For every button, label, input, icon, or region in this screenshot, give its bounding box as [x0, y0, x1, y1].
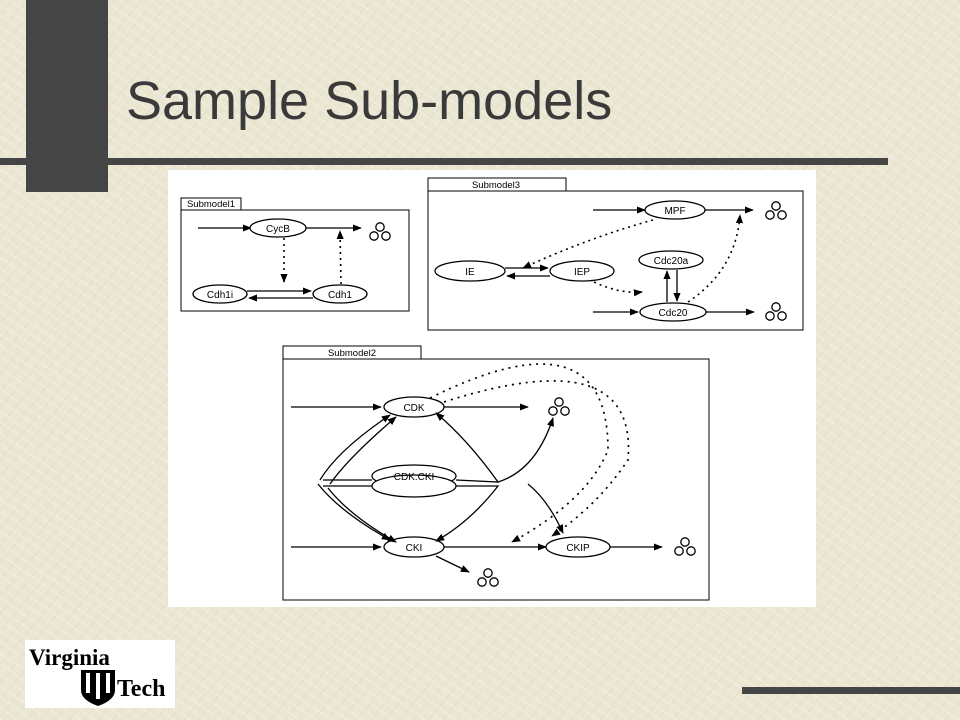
- submodel2-label: Submodel2: [328, 348, 376, 359]
- submodel3-box: Submodel3 MPF IE IEP Cdc20a Cdc20: [427, 177, 804, 331]
- node-ie-label: IE: [465, 267, 475, 278]
- logo-line2: Tech: [117, 676, 165, 702]
- degradation-icon: [477, 568, 499, 587]
- node-cdh1-label: Cdh1: [328, 290, 352, 301]
- node-iep: [549, 260, 615, 282]
- submodel3-label: Submodel3: [472, 180, 520, 191]
- node-iep-label: IEP: [574, 267, 590, 278]
- node-cdh1: [312, 284, 368, 304]
- submodel1-box: Submodel1 CycB Cdh1i Cdh1: [180, 197, 410, 312]
- submodel2-box: Submodel2 CDK CDK:CKI CKI CKIP: [282, 345, 710, 601]
- node-cycb-label: CycB: [266, 224, 290, 235]
- submodel3-frame: [427, 190, 804, 331]
- node-cki-label: CKI: [406, 543, 423, 554]
- node-cdkcki-label: CDK:CKI: [394, 472, 435, 483]
- degradation-icon: [369, 222, 391, 241]
- degradation-icon: [765, 201, 787, 220]
- submodels-diagram: Submodel1 CycB Cdh1i Cdh1 Submodel3: [180, 177, 804, 601]
- node-cdh1i-label: Cdh1i: [207, 290, 233, 301]
- node-mpf-label: MPF: [664, 206, 685, 217]
- node-ckip-label: CKIP: [566, 543, 590, 554]
- slide-title: Sample Sub-models: [126, 71, 613, 131]
- node-cdc20-label: Cdc20: [659, 308, 688, 319]
- node-ie: [434, 260, 506, 282]
- logo-line1: Virginia: [29, 645, 110, 670]
- node-cdk-label: CDK: [403, 403, 424, 414]
- node-cdc20a-label: Cdc20a: [654, 256, 689, 267]
- degradation-icon: [765, 302, 787, 321]
- title-rule: [0, 158, 888, 165]
- node-cdc20a: [638, 250, 704, 270]
- node-cdh1i: [192, 284, 248, 304]
- shield-icon: [81, 670, 115, 706]
- virginia-tech-logo: Virginia Tech: [25, 640, 175, 708]
- diagram-panel: Submodel1 CycB Cdh1i Cdh1 Submodel3: [168, 170, 816, 607]
- logo-graphic: Virginia Tech: [29, 645, 165, 706]
- submodel1-label: Submodel1: [187, 199, 235, 210]
- footer-rule: [742, 687, 960, 694]
- degradation-icon: [548, 397, 570, 416]
- degradation-icon: [674, 537, 696, 556]
